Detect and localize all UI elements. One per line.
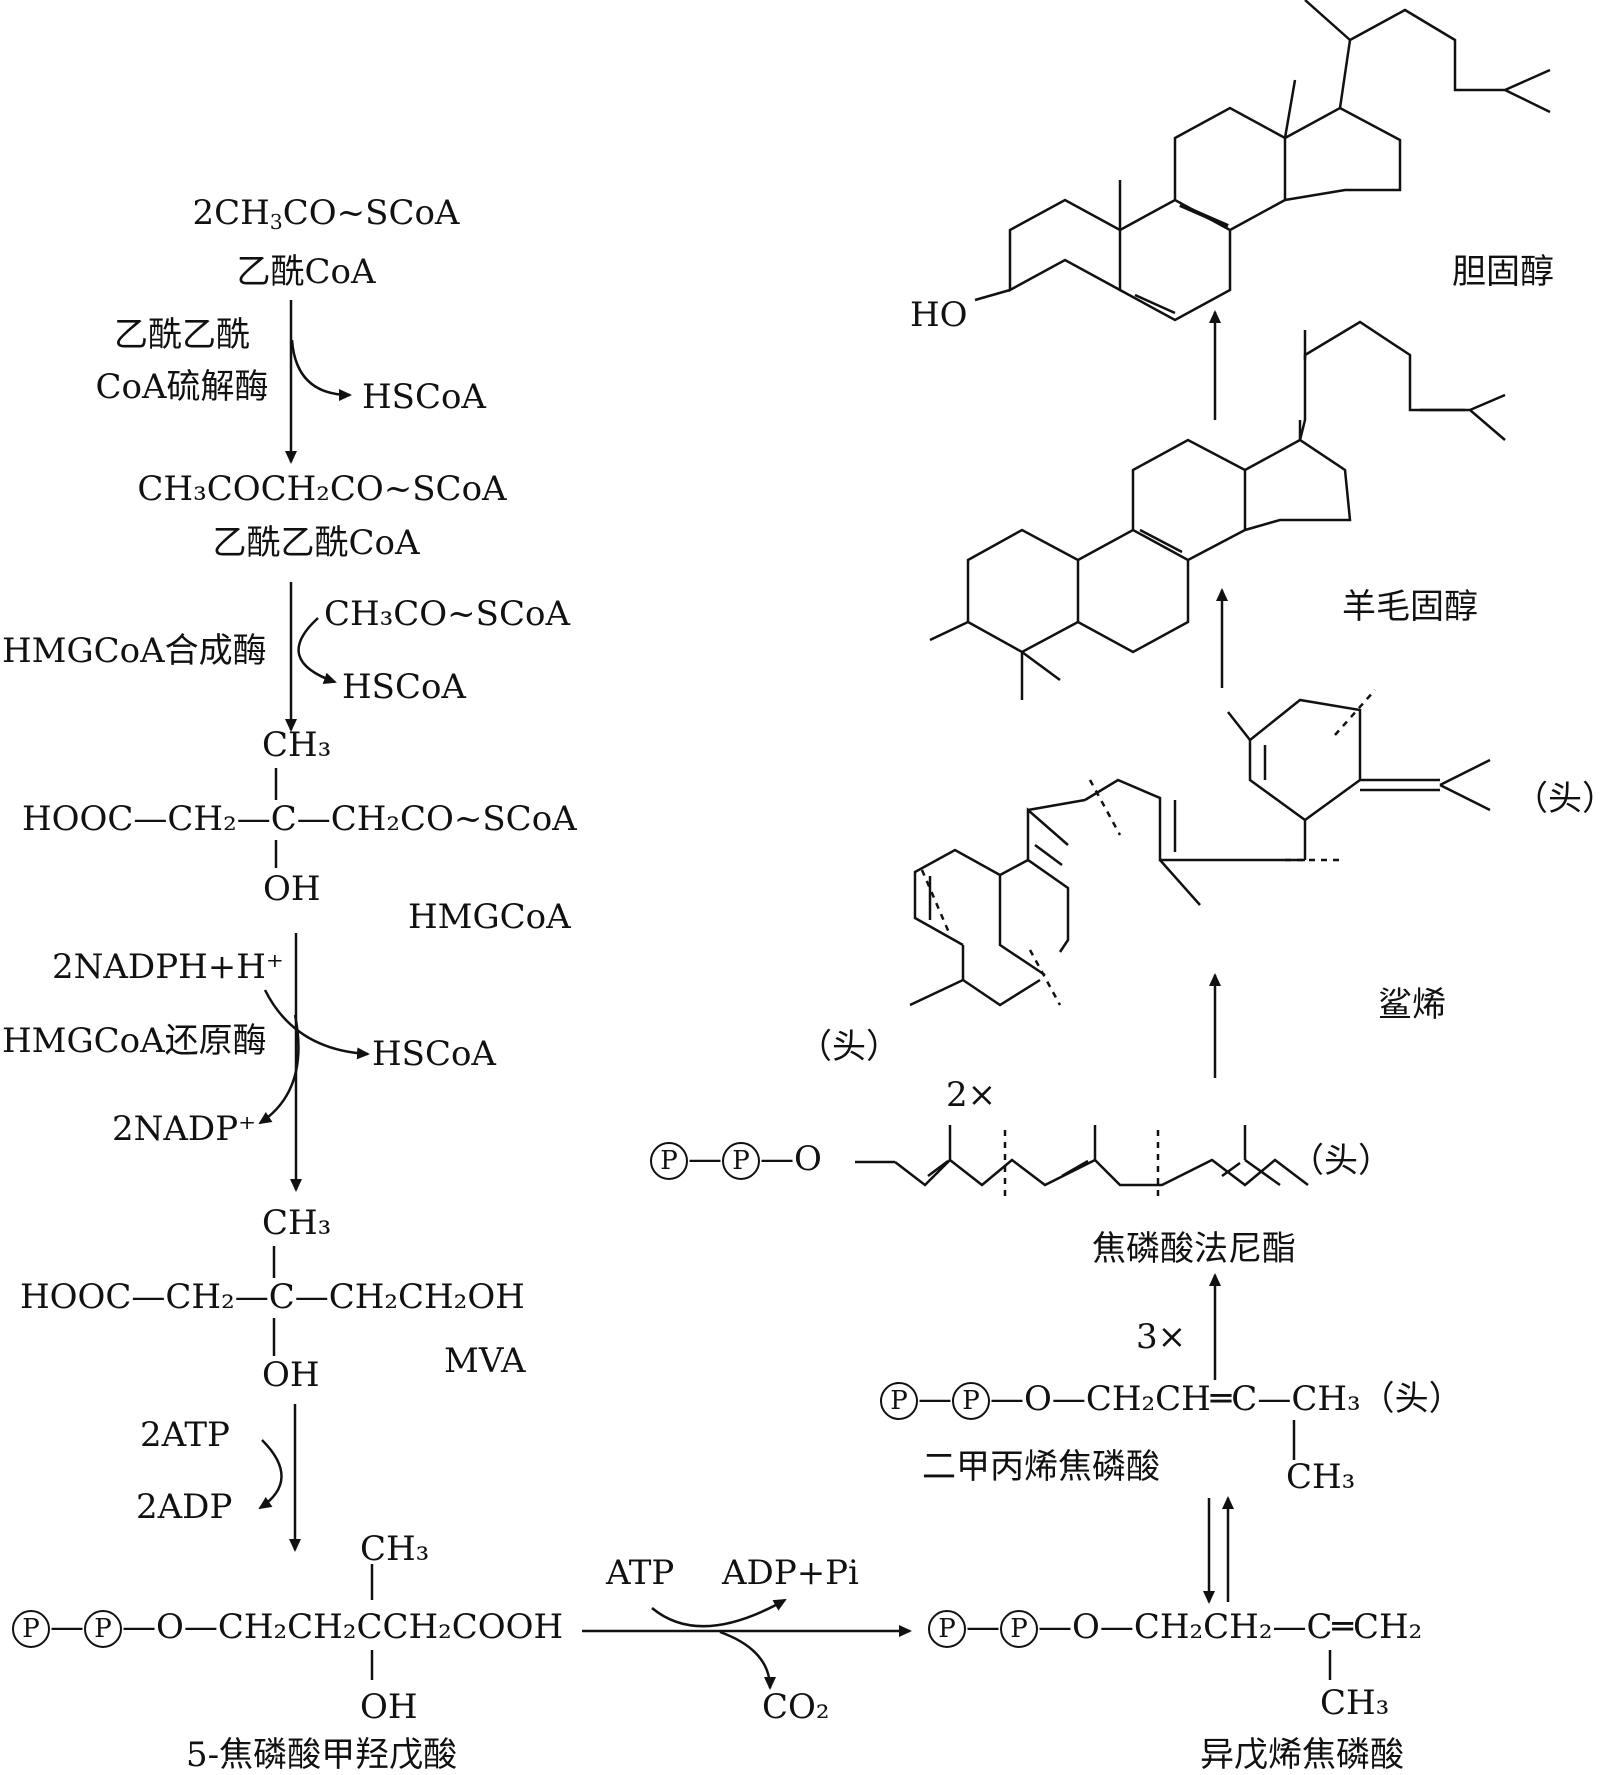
dmapp-structure: P—P—O—CH₂CH═C—CH₃（头） bbox=[880, 1382, 1463, 1420]
atp-2-label: 2ATP bbox=[140, 1415, 230, 1455]
nadp-label: 2NADP⁺ bbox=[112, 1109, 257, 1149]
curved-arrow-nadp bbox=[258, 1014, 300, 1125]
dmapp-ch3: CH₃ bbox=[1286, 1457, 1356, 1497]
fpp-head: （头） bbox=[1290, 1141, 1392, 1181]
hmgcoa-structure: HOOC—CH₂—C—CH₂CO~SCoA bbox=[22, 799, 577, 839]
phosphate-icon: P bbox=[650, 1142, 688, 1180]
phosphate-icon: P bbox=[880, 1382, 918, 1420]
hmgcoa-ch3: CH₃ bbox=[262, 725, 332, 765]
acetyl-coa-label: 乙酰CoA bbox=[236, 252, 376, 292]
thiolase-line2: CoA硫解酶 bbox=[95, 367, 269, 407]
fpp-multiplier-3: 3× bbox=[1136, 1317, 1187, 1357]
cholesterol-ho: HO bbox=[910, 295, 968, 335]
lanosterol-structure bbox=[929, 320, 1506, 700]
cholesterol-label: 胆固醇 bbox=[1452, 252, 1554, 292]
hmgcoa-oh: OH bbox=[263, 869, 321, 909]
mva-structure: HOOC—CH₂—C—CH₂CH₂OH bbox=[20, 1277, 525, 1317]
mva-ch3: CH₃ bbox=[262, 1203, 332, 1243]
ppmva-label: 5-焦磷酸甲羟戊酸 bbox=[186, 1735, 458, 1775]
fpp-label: 焦磷酸法尼酯 bbox=[1092, 1229, 1296, 1269]
acetoacetyl-coa-formula: CH₃COCH₂CO~SCoA bbox=[137, 469, 507, 509]
ppmva-structure: P—P—O—CH₂CH₂CCH₂COOH bbox=[12, 1610, 563, 1648]
ipp-structure: P—P—O—CH₂CH₂—C═CH₂ bbox=[928, 1610, 1422, 1648]
ipp-ch3: CH₃ bbox=[1320, 1683, 1390, 1723]
hscoa-3: HSCoA bbox=[372, 1034, 496, 1074]
curved-arrow-adp bbox=[258, 1439, 283, 1510]
squalene-head-left: （头） bbox=[798, 1027, 900, 1067]
hmgcoa-reductase-label: HMGCoA还原酶 bbox=[2, 1021, 267, 1061]
cholesterol-structure bbox=[974, 0, 1551, 322]
phosphate-icon: P bbox=[722, 1142, 760, 1180]
phosphate-icon: P bbox=[1000, 1610, 1038, 1648]
phosphate-icon: P bbox=[84, 1610, 122, 1648]
ppmva-ch3: CH₃ bbox=[360, 1529, 430, 1569]
phosphate-icon: P bbox=[928, 1610, 966, 1648]
acetyl-coa-input: CH₃CO~SCoA bbox=[324, 594, 571, 634]
hmgcoa-label: HMGCoA bbox=[408, 897, 571, 937]
ppmva-oh: OH bbox=[360, 1687, 418, 1727]
fpp-structure bbox=[855, 1125, 1309, 1200]
squalene-multiplier-2: 2× bbox=[946, 1075, 997, 1115]
atp-label: ATP bbox=[606, 1553, 675, 1593]
phosphate-icon: P bbox=[12, 1610, 50, 1648]
dmapp-label: 二甲丙烯焦磷酸 bbox=[922, 1447, 1160, 1487]
squalene-head-right: （头） bbox=[1514, 779, 1609, 819]
fpp-pp: P—P—O bbox=[650, 1142, 822, 1180]
mva-oh: OH bbox=[262, 1355, 320, 1395]
hscoa-1: HSCoA bbox=[362, 377, 486, 417]
lanosterol-label: 羊毛固醇 bbox=[1342, 587, 1478, 627]
nadph-label: 2NADPH+H⁺ bbox=[52, 947, 284, 987]
thiolase-line1: 乙酰乙酰 bbox=[114, 315, 250, 355]
acetoacetyl-coa-label: 乙酰乙酰CoA bbox=[212, 523, 420, 563]
adp-pi-label: ADP+Pi bbox=[722, 1553, 859, 1593]
squalene-structure bbox=[909, 689, 1491, 1007]
curved-arrow-hscoa-3 bbox=[263, 989, 370, 1060]
curved-arrow-adp-pi bbox=[651, 1598, 787, 1628]
acetyl-coa-formula: 2CH3CO~SCoA bbox=[192, 193, 460, 235]
adp-2-label: 2ADP bbox=[136, 1487, 233, 1527]
curved-arrow-hscoa-1 bbox=[290, 339, 352, 401]
hmgcoa-synthase-label: HMGCoA合成酶 bbox=[2, 631, 267, 671]
mva-label: MVA bbox=[444, 1341, 526, 1381]
phosphate-icon: P bbox=[952, 1382, 990, 1420]
curved-arrow-hscoa-2 bbox=[297, 617, 337, 685]
ipp-label: 异戊烯焦磷酸 bbox=[1200, 1735, 1404, 1775]
co2-label: CO₂ bbox=[762, 1687, 830, 1727]
hscoa-2: HSCoA bbox=[342, 667, 466, 707]
curved-arrow-co2 bbox=[719, 1630, 776, 1690]
squalene-label: 鲨烯 bbox=[1378, 985, 1446, 1025]
